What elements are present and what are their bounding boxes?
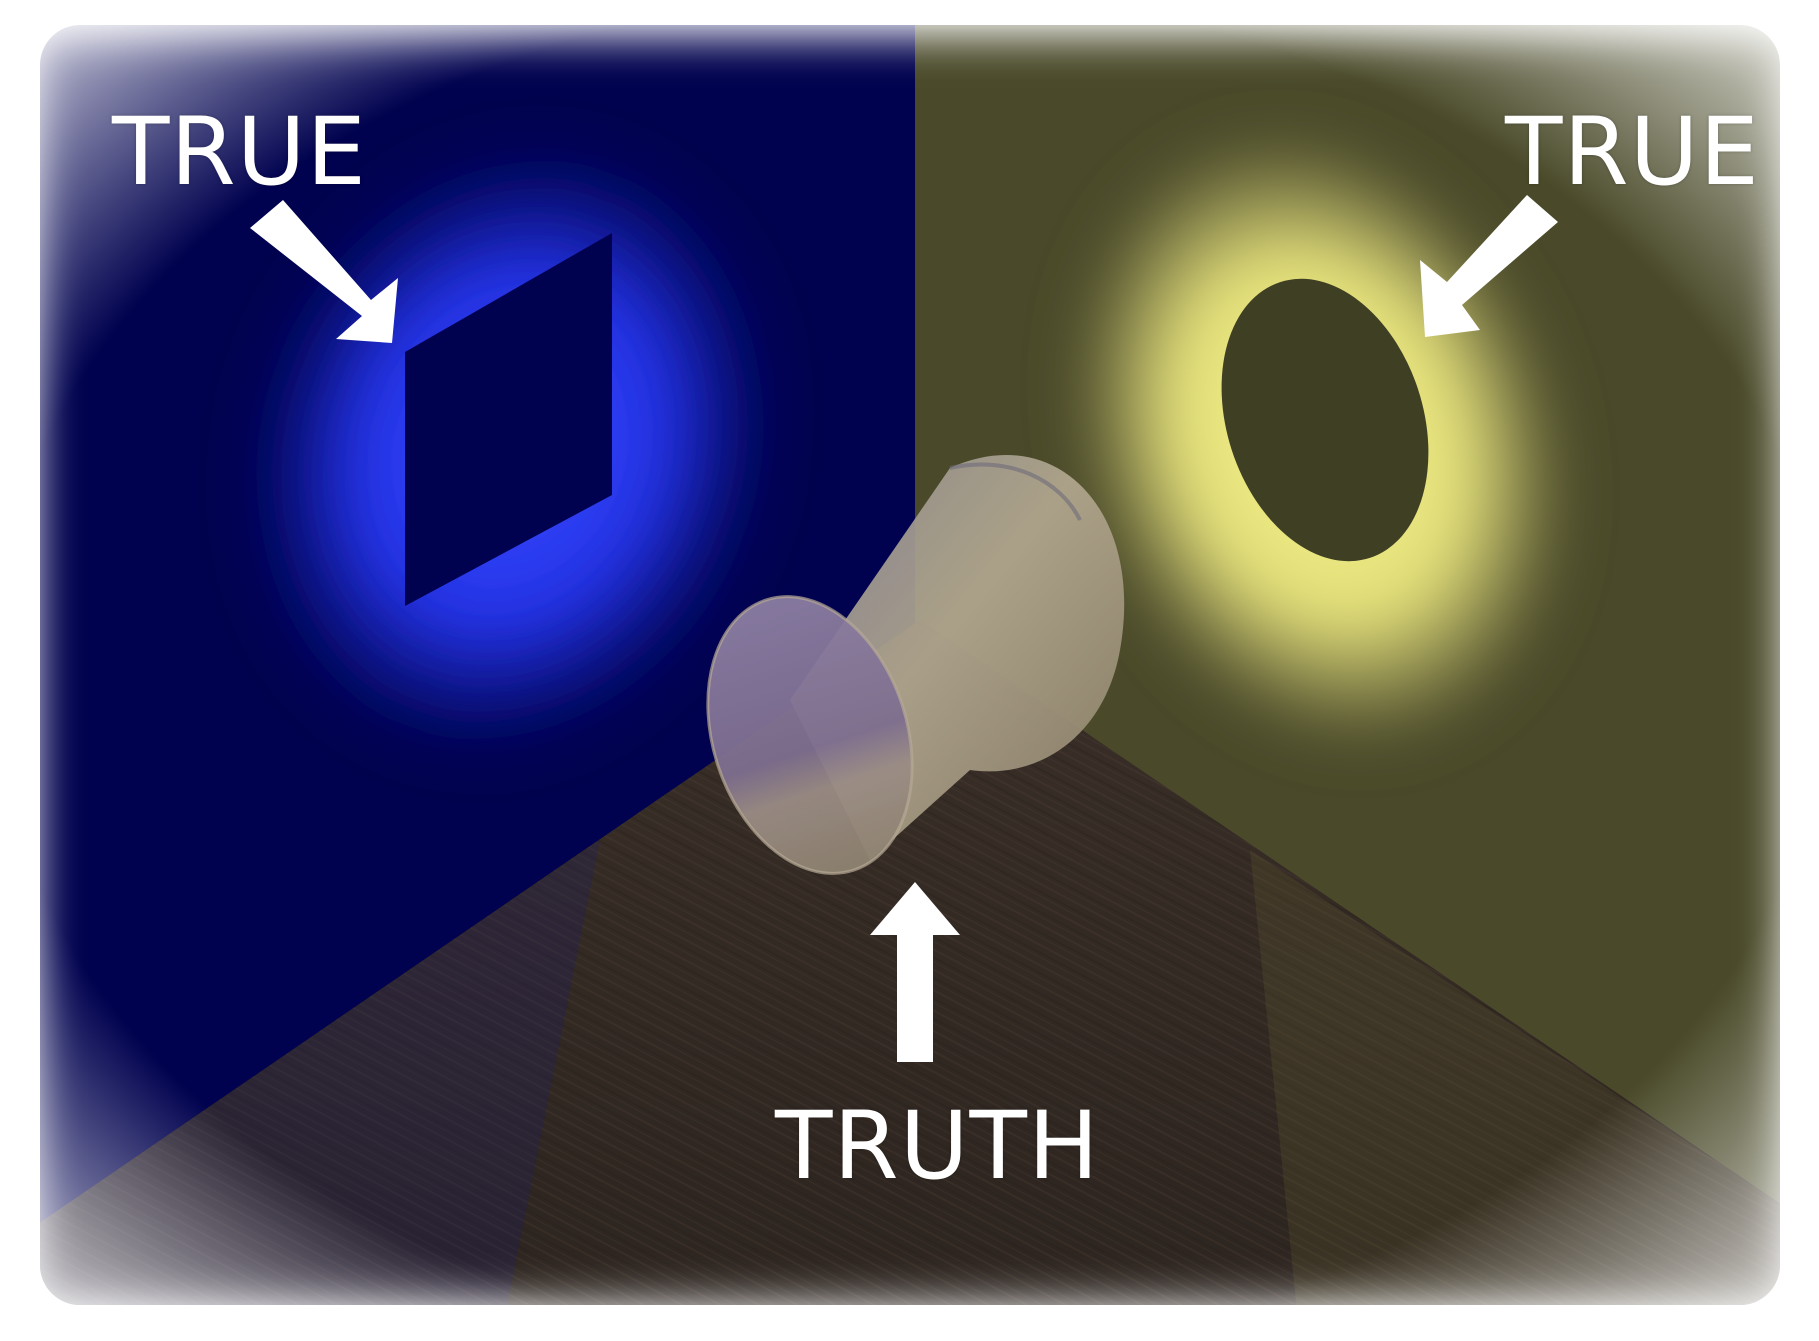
label-circle-shadow: TRUE	[1505, 106, 1760, 200]
label-cylinder: TRUTH	[775, 1100, 1100, 1194]
label-square-shadow: TRUE	[112, 106, 367, 200]
